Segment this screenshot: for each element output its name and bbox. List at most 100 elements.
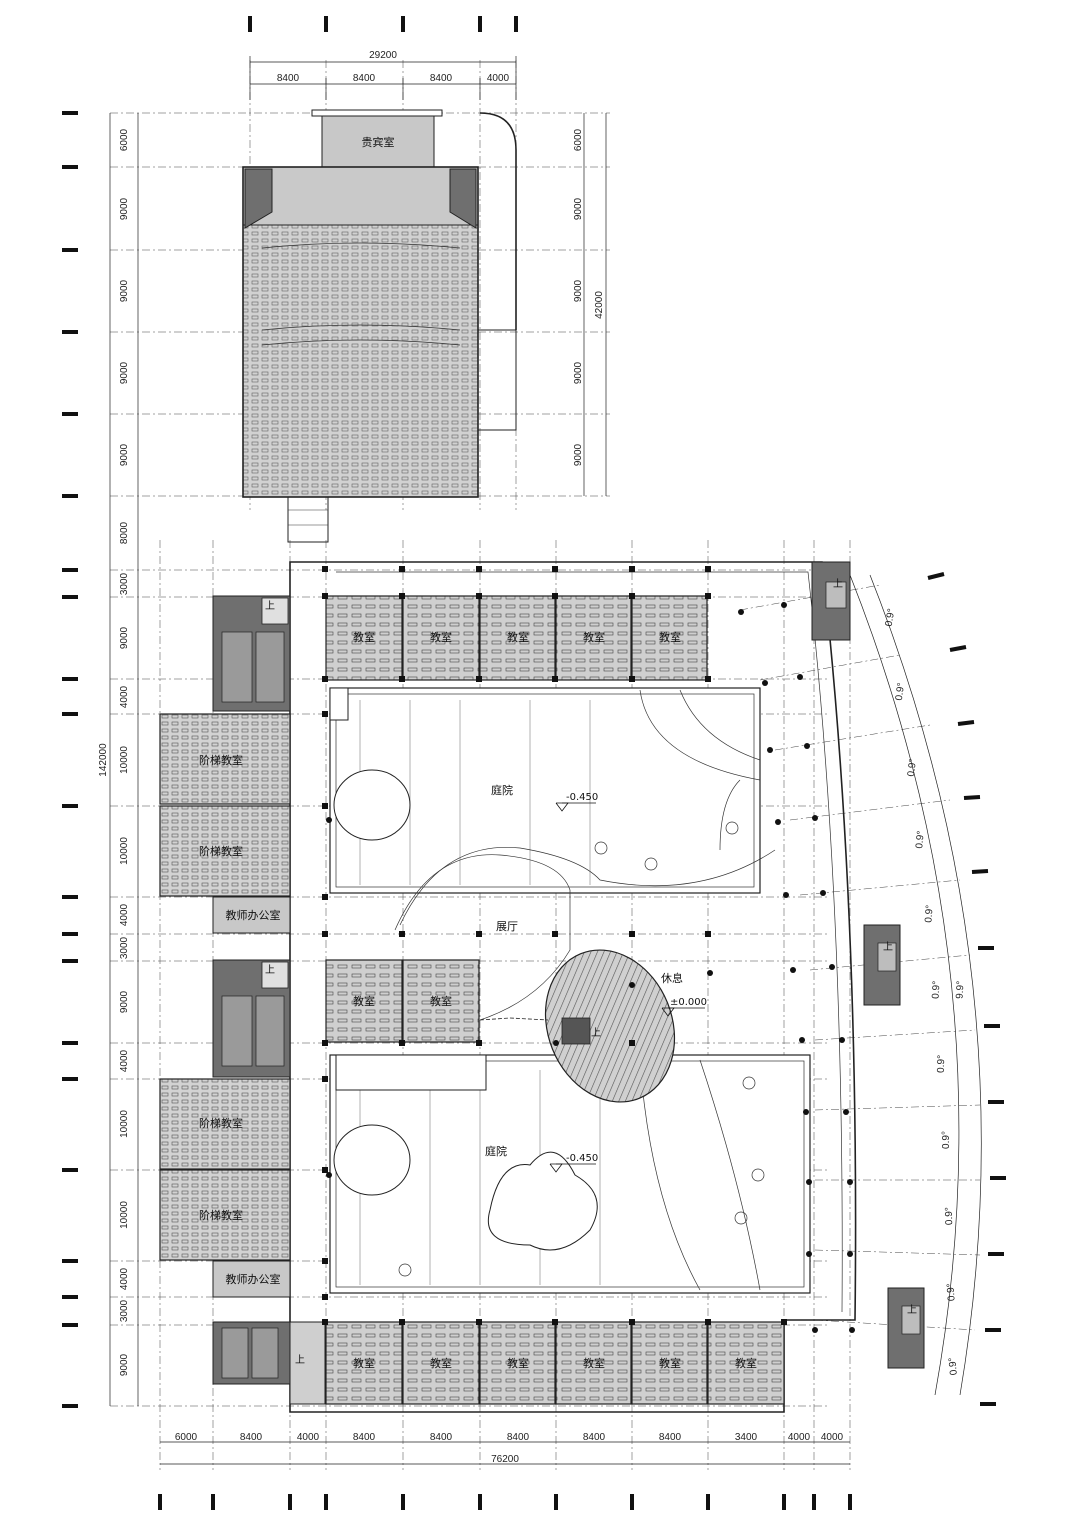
classroom-label: 教室 bbox=[659, 1356, 681, 1370]
classroom-label: 教室 bbox=[353, 994, 375, 1008]
dim-left: 9000 bbox=[119, 279, 130, 302]
dim-left: 10000 bbox=[119, 1201, 130, 1229]
dim-left: 3000 bbox=[119, 936, 130, 959]
dim-left-total: 142000 bbox=[98, 743, 109, 777]
dim-arc: 0.9° bbox=[906, 758, 919, 777]
dim-arc: 0.9° bbox=[884, 608, 898, 628]
dim-bottom-total: 76200 bbox=[491, 1454, 519, 1465]
classroom-label: 教室 bbox=[735, 1356, 757, 1370]
dim-arc: 0.9° bbox=[931, 981, 943, 999]
dim-arc: 0.9° bbox=[894, 682, 907, 701]
bottom-classrooms bbox=[289, 1321, 785, 1405]
courtyard-label: 庭院 bbox=[491, 783, 513, 797]
dim-bottom: 8400 bbox=[507, 1432, 530, 1443]
dim-right: 9000 bbox=[573, 197, 584, 220]
vip-room-label: 贵宾室 bbox=[362, 135, 395, 149]
dim-left: 4000 bbox=[119, 685, 130, 708]
dim-bottom: 6000 bbox=[175, 1432, 198, 1443]
dim-top: 8400 bbox=[277, 73, 300, 84]
dim-bottom: 4000 bbox=[297, 1432, 320, 1443]
dim-left: 8000 bbox=[119, 521, 130, 544]
dim-left: 9000 bbox=[119, 197, 130, 220]
classroom-label: 教室 bbox=[583, 1356, 605, 1370]
dim-bottom: 4000 bbox=[788, 1432, 811, 1443]
level-markers: -0.450 -0.450 ±0.000 bbox=[549, 792, 707, 1173]
tiered-classroom-label: 阶梯教室 bbox=[199, 1208, 243, 1222]
dim-left: 9000 bbox=[119, 990, 130, 1013]
dim-left: 4000 bbox=[119, 903, 130, 926]
courtyard-level: -0.450 bbox=[566, 1153, 598, 1164]
tiered-classroom-label: 阶梯教室 bbox=[199, 844, 243, 858]
dim-arc: 0.9° bbox=[923, 905, 935, 924]
hall-label: 展厅 bbox=[496, 920, 518, 933]
classroom-label: 教室 bbox=[659, 630, 681, 644]
classroom-label: 教室 bbox=[430, 630, 452, 644]
dim-arc: 0.9° bbox=[944, 1207, 956, 1225]
dim-bottom: 8400 bbox=[659, 1432, 682, 1443]
dim-left: 10000 bbox=[119, 1110, 130, 1138]
dim-left: 4000 bbox=[119, 1049, 130, 1072]
dim-bottom: 8400 bbox=[430, 1432, 453, 1443]
courtyard-label: 庭院 bbox=[485, 1144, 507, 1158]
stair-up-label: 上 bbox=[833, 578, 843, 590]
dim-left: 10000 bbox=[119, 837, 130, 865]
classroom-label: 教室 bbox=[353, 630, 375, 644]
dim-right: 9000 bbox=[573, 443, 584, 466]
dim-bottom-last: 4000 bbox=[821, 1432, 844, 1443]
room-labels: 贵宾室 教室 教室 教室 教室 教室 教室 教室 教室 教室 教室 教室 教室 … bbox=[199, 135, 917, 1370]
arc-dimensions: 0.9° 0.9° 0.9° 0.9° 0.9° 0.9° 0.9° 0.9° … bbox=[884, 608, 967, 1376]
right-dimensions: 42000 6000 9000 9000 9000 9000 bbox=[573, 128, 605, 466]
dim-left: 4000 bbox=[119, 1267, 130, 1290]
teacher-office-label: 教师办公室 bbox=[226, 1272, 281, 1286]
tiered-classroom-label: 阶梯教室 bbox=[199, 753, 243, 767]
dim-arc: 0.9° bbox=[936, 1055, 948, 1073]
stair-up-label: 上 bbox=[591, 1027, 601, 1039]
dim-left: 9000 bbox=[119, 361, 130, 384]
dim-bottom: 3400 bbox=[735, 1432, 758, 1443]
dim-bottom: 8400 bbox=[583, 1432, 606, 1443]
middle-classrooms bbox=[325, 959, 480, 1043]
bottom-dimensions: 6000 8400 4000 8400 8400 8400 8400 8400 … bbox=[175, 1432, 844, 1465]
axis-ticks bbox=[62, 16, 1006, 1510]
auditorium bbox=[242, 109, 517, 543]
top-classrooms bbox=[325, 595, 708, 681]
teacher-office-label: 教师办公室 bbox=[226, 908, 281, 922]
classroom-label: 教室 bbox=[430, 1356, 452, 1370]
dim-left: 6000 bbox=[119, 128, 130, 151]
top-dimensions: 29200 8400 8400 8400 4000 bbox=[277, 50, 510, 84]
dim-arc: 0.9° bbox=[945, 1283, 957, 1302]
dim-top: 8400 bbox=[430, 73, 453, 84]
dim-arc: 0.9° bbox=[947, 1357, 960, 1376]
columns bbox=[322, 566, 855, 1333]
dim-right: 9000 bbox=[573, 279, 584, 302]
west-wing bbox=[159, 595, 291, 1385]
classroom-label: 教室 bbox=[353, 1356, 375, 1370]
classroom-label: 教室 bbox=[583, 630, 605, 644]
dim-top-total: 29200 bbox=[369, 50, 397, 61]
dim-arc-total: 9.9° bbox=[955, 981, 967, 999]
dim-bottom: 8400 bbox=[353, 1432, 376, 1443]
dim-top: 8400 bbox=[353, 73, 376, 84]
dim-left: 10000 bbox=[119, 746, 130, 774]
tiered-classroom-label: 阶梯教室 bbox=[199, 1116, 243, 1130]
dim-left: 9000 bbox=[119, 443, 130, 466]
dimension-lines bbox=[109, 56, 982, 1465]
hall-level: ±0.000 bbox=[670, 997, 707, 1008]
classroom-label: 教室 bbox=[507, 630, 529, 644]
rest-area-label: 休息 bbox=[661, 971, 683, 985]
stair-up-label: 上 bbox=[907, 1304, 917, 1316]
dim-bottom: 8400 bbox=[240, 1432, 263, 1443]
east-stairs bbox=[811, 561, 925, 1369]
main-building bbox=[289, 561, 857, 1413]
dim-right: 9000 bbox=[573, 361, 584, 384]
stair-up-label: 上 bbox=[883, 941, 893, 953]
dim-left: 9000 bbox=[119, 626, 130, 649]
dim-left: 9000 bbox=[119, 1353, 130, 1376]
classroom-label: 教室 bbox=[507, 1356, 529, 1370]
dim-arc: 0.9° bbox=[914, 830, 927, 849]
stair-up-label: 上 bbox=[295, 1354, 305, 1366]
classroom-label: 教室 bbox=[430, 994, 452, 1008]
stair-up-label: 上 bbox=[265, 964, 275, 976]
dim-right-total: 42000 bbox=[594, 291, 605, 319]
